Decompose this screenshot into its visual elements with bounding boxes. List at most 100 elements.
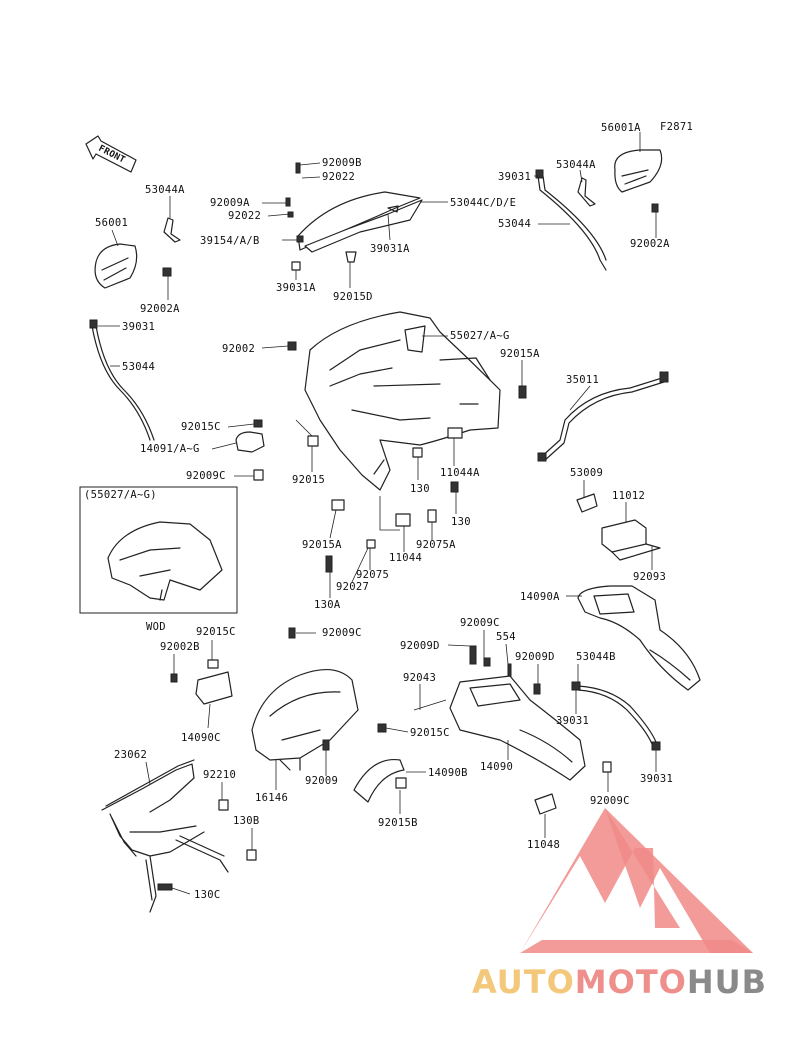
label-554: 554 — [496, 631, 516, 643]
collar-11044 — [395, 513, 411, 527]
cover-14091 — [235, 431, 265, 453]
bracket-53009 — [576, 493, 598, 513]
label-92009d-right: 92009D — [515, 651, 555, 663]
inset-label: (55027/A~G) — [84, 489, 157, 501]
brand-auto: AUTO — [472, 963, 575, 1001]
cable-53044b — [577, 685, 657, 743]
label-11044a: 11044A — [440, 467, 480, 479]
label-39031-left: 39031 — [122, 321, 155, 333]
label-39031-bottom-1: 39031 — [556, 715, 589, 727]
label-53009: 53009 — [570, 467, 603, 479]
label-92002a-left: 92002A — [140, 303, 180, 315]
label-92027: 92027 — [336, 581, 369, 593]
label-92043: 92043 — [403, 672, 436, 684]
label-92015c-mid: 92015C — [181, 421, 221, 433]
label-92009c-bottom: 92009C — [590, 795, 630, 807]
label-39031-top-right: 39031 — [498, 171, 531, 183]
label-92009c-mid: 92009C — [460, 617, 500, 629]
label-92075: 92075 — [356, 569, 389, 581]
label-92015: 92015 — [292, 474, 325, 486]
brand-moto: MOTO — [574, 963, 687, 1001]
label-56001: 56001 — [95, 217, 128, 229]
clip-53044a-left — [163, 217, 181, 243]
label-92015a: 92015A — [500, 348, 540, 360]
label-53044a-right: 53044A — [556, 159, 596, 171]
label-56001a: 56001A — [601, 122, 641, 134]
left-mirror-cable — [91, 325, 151, 441]
windshield — [297, 191, 423, 253]
label-92015c-right: 92015C — [410, 727, 450, 739]
bolt-130a — [325, 555, 333, 573]
label-92210: 92210 — [203, 769, 236, 781]
label-39031a-right: 39031A — [370, 243, 410, 255]
label-92009d-left: 92009D — [400, 640, 440, 652]
unit-11012 — [601, 519, 647, 553]
part-labels: 56001A 53044A 39031 53044C/D/E 53044 920… — [95, 122, 673, 901]
stay-23062 — [101, 759, 229, 913]
label-92009a: 92009A — [210, 197, 250, 209]
label-92015d: 92015D — [333, 291, 373, 303]
label-11012: 11012 — [612, 490, 645, 502]
bracket-11048 — [534, 793, 557, 815]
label-11044: 11044 — [389, 552, 422, 564]
nut-39031a — [291, 261, 301, 271]
screw-92009b — [295, 162, 301, 174]
brand-hub: HUB — [686, 963, 768, 1001]
label-39031-bottom-2: 39031 — [640, 773, 673, 785]
label-14090c: 14090C — [181, 732, 221, 744]
label-39031a-left: 39031A — [276, 282, 316, 294]
label-92009c-top: 92009C — [322, 627, 362, 639]
label-130b: 130B — [233, 815, 260, 827]
label-130c: 130C — [194, 889, 221, 901]
label-92002b: 92002B — [160, 641, 200, 653]
label-92009b: 92009B — [322, 157, 362, 169]
label-92093: 92093 — [633, 571, 666, 583]
label-130-b: 130 — [451, 516, 471, 528]
label-35011: 35011 — [566, 374, 599, 386]
label-23062: 23062 — [114, 749, 147, 761]
label-14091ag: 14091/A~G — [140, 443, 200, 455]
label-11048: 11048 — [527, 839, 560, 851]
clip-92015d — [345, 251, 357, 263]
bracket-92015a — [331, 499, 345, 511]
label-92015b: 92015B — [378, 817, 418, 829]
watermark-triangle-mark — [520, 808, 680, 953]
label-92009-bottom: 92009 — [305, 775, 338, 787]
label-130-a: 130 — [410, 483, 430, 495]
label-92009c-left: 92009C — [186, 470, 226, 482]
cable-35011 — [539, 377, 663, 459]
label-39154ab: 39154/A/B — [200, 235, 260, 247]
front-arrow: FRONT — [85, 135, 137, 173]
label-92075a: 92075A — [416, 539, 456, 551]
label-14090: 14090 — [480, 761, 513, 773]
figure-code: F2871 — [660, 121, 693, 133]
watermark-brand: AUTOMOTOHUB — [472, 963, 767, 1001]
label-53044b: 53044B — [576, 651, 616, 663]
label-92022-mid: 92022 — [228, 210, 261, 222]
label-53044a-left: 53044A — [145, 184, 185, 196]
label-92015c-bottom: 92015C — [196, 626, 236, 638]
label-16146: 16146 — [255, 792, 288, 804]
inset-caption: WOD — [146, 621, 166, 633]
meter-panel-14090a — [577, 585, 701, 691]
label-92015a-bottom: 92015A — [302, 539, 342, 551]
inner-panel-16146 — [251, 669, 359, 771]
watermark-logo — [520, 808, 753, 953]
label-92022-top: 92022 — [322, 171, 355, 183]
right-mirror — [614, 149, 663, 213]
leader-lines — [98, 132, 657, 895]
label-53044-left: 53044 — [122, 361, 155, 373]
right-mirror-cable — [537, 175, 607, 271]
grommet-92015 — [307, 435, 319, 447]
bracket-14090c — [195, 671, 233, 705]
left-mirror — [94, 243, 172, 289]
upper-cowl — [304, 311, 501, 491]
label-14090a: 14090A — [520, 591, 560, 603]
inset-box: (55027/A~G) WOD — [79, 486, 238, 633]
label-53044-right: 53044 — [498, 218, 531, 230]
label-92002a-right: 92002A — [630, 238, 670, 250]
meter-cover-14090 — [449, 675, 586, 781]
cover-14090b — [353, 758, 405, 803]
label-130a: 130A — [314, 599, 341, 611]
